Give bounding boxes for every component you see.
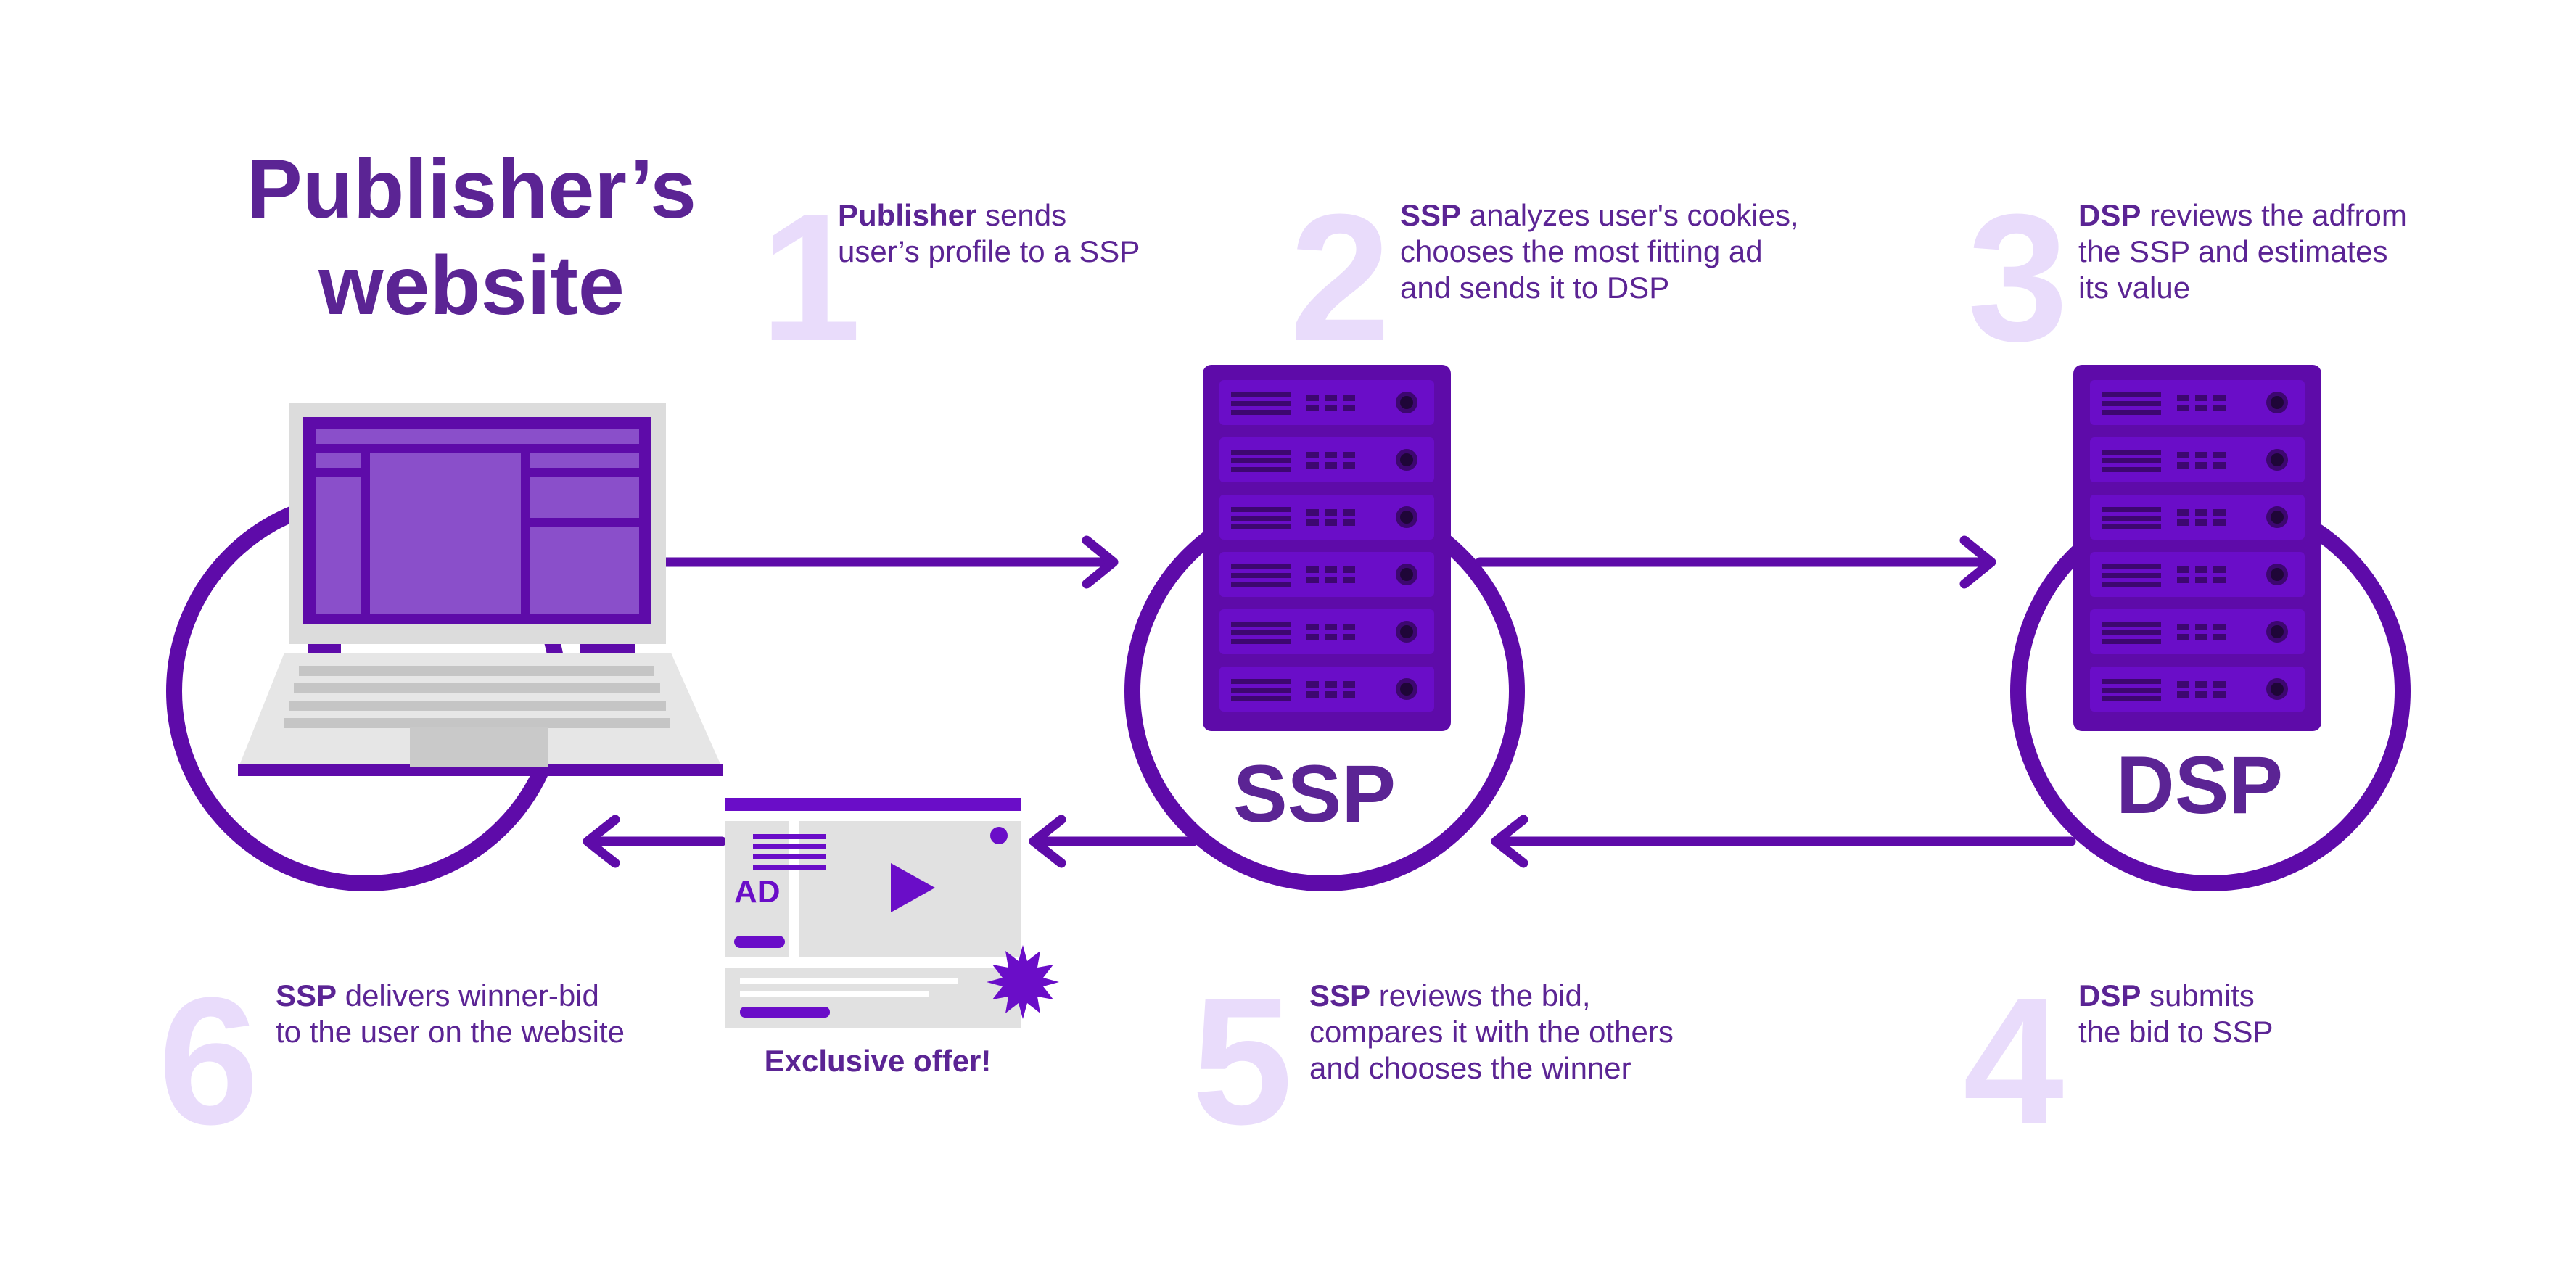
step-6-number: 6 bbox=[158, 960, 260, 1162]
step-2-number: 2 bbox=[1290, 176, 1391, 379]
arrow-ssp-to-ad bbox=[1029, 815, 1198, 868]
step-4-line-1: submits bbox=[2141, 978, 2255, 1013]
dsp-server-icon bbox=[2073, 365, 2321, 731]
step-6-actor: SSP bbox=[276, 978, 337, 1013]
step-6-line-1: delivers winner-bid bbox=[337, 978, 599, 1013]
page-title: Publisher’s website bbox=[181, 141, 762, 334]
starburst-icon bbox=[987, 945, 1059, 1019]
step-2-line-1: analyzes user's cookies, bbox=[1461, 198, 1799, 232]
step-3-line-2: the SSP and estimates bbox=[2078, 234, 2388, 268]
step-1-line-1: sends bbox=[976, 198, 1067, 232]
step-5-text: SSP reviews the bid, compares it with th… bbox=[1309, 978, 1674, 1086]
play-icon bbox=[891, 863, 935, 912]
exclusive-offer-caption: Exclusive offer! bbox=[764, 1044, 992, 1078]
step-3-actor: DSP bbox=[2078, 198, 2141, 232]
title-line-2: website bbox=[318, 239, 625, 332]
step-2-text: SSP analyzes user's cookies, chooses the… bbox=[1400, 197, 1799, 306]
step-5-line-2: compares it with the others bbox=[1309, 1015, 1674, 1049]
step-6-text: SSP delivers winner-bid to the user on t… bbox=[276, 978, 625, 1050]
step-4-actor: DSP bbox=[2078, 978, 2141, 1013]
step-5-line-1: reviews the bid, bbox=[1370, 978, 1591, 1013]
laptop-icon bbox=[238, 403, 723, 776]
step-1-number: 1 bbox=[760, 176, 862, 379]
step-2-line-2: chooses the most fitting ad bbox=[1400, 234, 1763, 268]
arrow-ssp-to-dsp bbox=[1475, 535, 1996, 589]
ad-banner-icon bbox=[725, 798, 1059, 1028]
ssp-server-icon bbox=[1203, 365, 1451, 731]
step-1-text: Publisher sends user’s profile to a SSP bbox=[838, 197, 1140, 270]
step-3-line-1: reviews the adfrom bbox=[2141, 198, 2407, 232]
step-4-text: DSP submits the bid to SSP bbox=[2078, 978, 2273, 1050]
step-5-actor: SSP bbox=[1309, 978, 1371, 1013]
step-2-actor: SSP bbox=[1400, 198, 1462, 232]
step-4-number: 4 bbox=[1963, 960, 2065, 1162]
step-3-line-3: its value bbox=[2078, 271, 2191, 305]
step-5-number: 5 bbox=[1192, 960, 1293, 1162]
step-6-line-2: to the user on the website bbox=[276, 1015, 625, 1049]
step-4-line-2: the bid to SSP bbox=[2078, 1015, 2273, 1049]
step-1-actor: Publisher bbox=[838, 198, 977, 232]
arrow-publisher-to-ssp bbox=[661, 535, 1119, 589]
dsp-label: DSP bbox=[2115, 740, 2284, 830]
arrow-ad-to-publisher bbox=[583, 815, 727, 868]
ssp-label: SSP bbox=[1233, 749, 1396, 839]
step-3-text: DSP reviews the adfrom the SSP and estim… bbox=[2078, 197, 2407, 306]
arrow-dsp-to-ssp bbox=[1491, 815, 2076, 868]
step-5-line-3: and chooses the winner bbox=[1309, 1051, 1631, 1085]
step-2-line-3: and sends it to DSP bbox=[1400, 271, 1670, 305]
step-3-number: 3 bbox=[1967, 176, 2069, 379]
step-1-line-2: user’s profile to a SSP bbox=[838, 234, 1140, 268]
title-line-1: Publisher’s bbox=[247, 143, 696, 236]
ad-badge: AD bbox=[734, 874, 781, 910]
